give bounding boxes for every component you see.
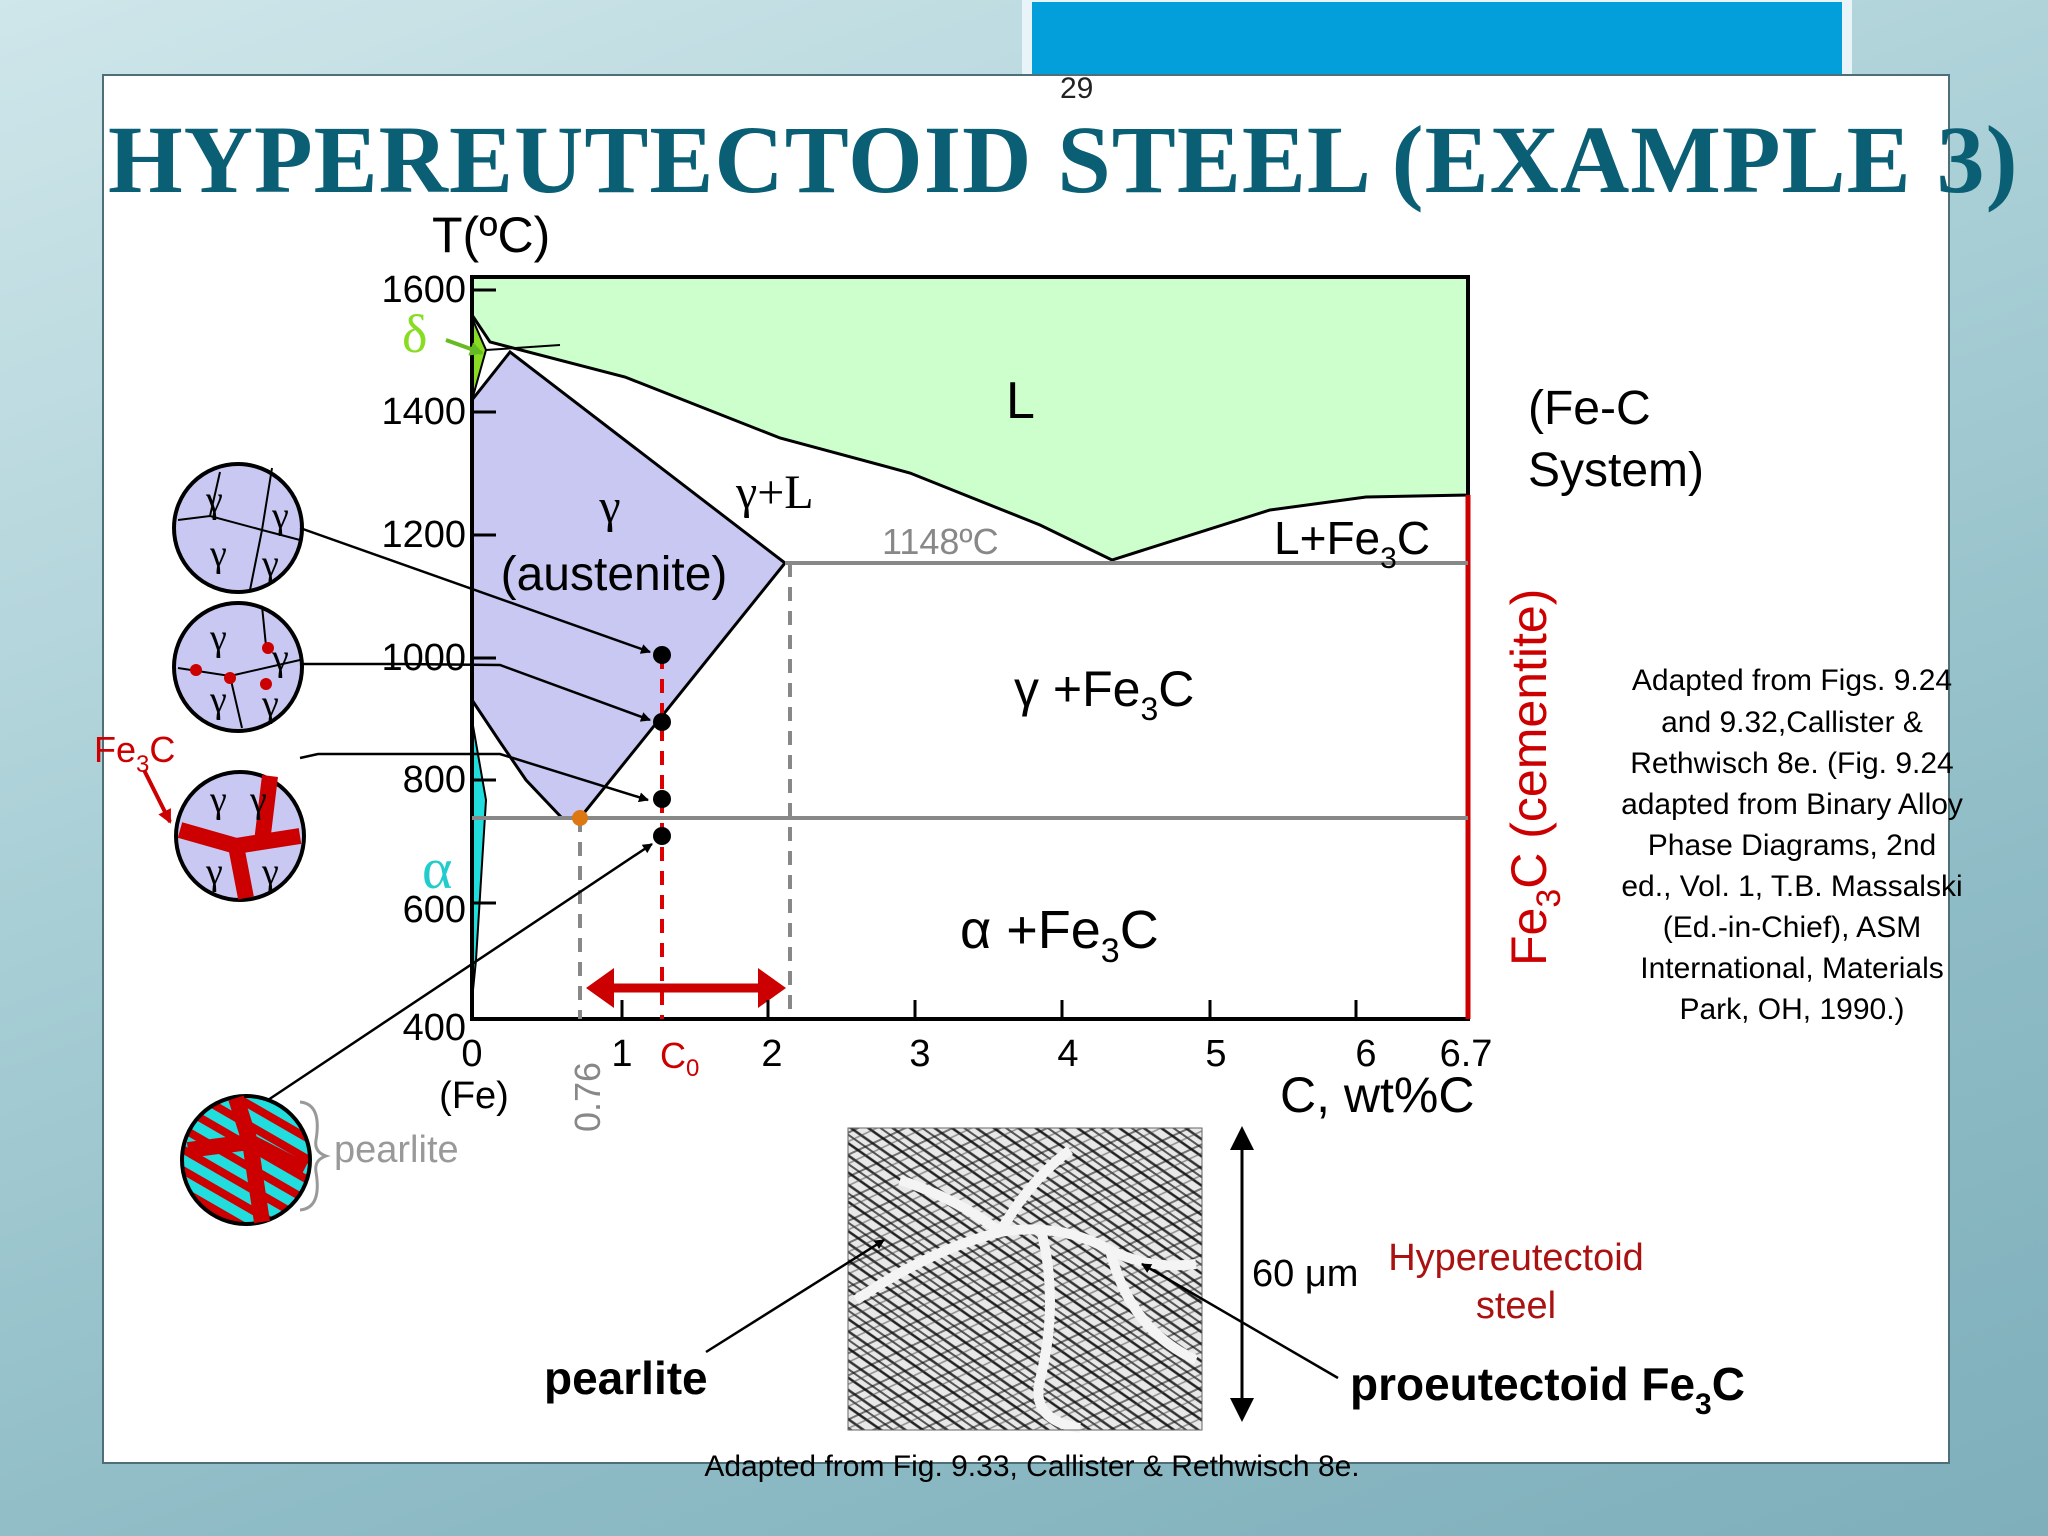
y-tick: 1200 xyxy=(381,514,466,556)
slide-title: HYPEREUTECTOID STEEL (EXAMPLE 3) xyxy=(108,106,2019,213)
attribution-right: Adapted from Figs. 9.24 and 9.32,Callist… xyxy=(1621,664,1963,1026)
x-tick: 2 xyxy=(761,1033,782,1075)
x-tick: 6 xyxy=(1355,1033,1376,1075)
attribution-bottom: Adapted from Fig. 9.33, Callister & Reth… xyxy=(704,1450,1359,1483)
eutectoid-composition-label: 0.76 xyxy=(567,1062,608,1132)
x-tick: 6.7 xyxy=(1440,1033,1493,1075)
x-tick: 5 xyxy=(1205,1033,1226,1075)
svg-text:γ: γ xyxy=(261,683,279,725)
x-tick: 3 xyxy=(909,1033,930,1075)
svg-text:International, Materials: International, Materials xyxy=(1640,952,1944,985)
delta-label: δ xyxy=(402,304,427,364)
x-tick: 4 xyxy=(1057,1033,1078,1075)
svg-text:(Ed.-in-Chief), ASM: (Ed.-in-Chief), ASM xyxy=(1663,911,1921,944)
svg-text:and 9.32,Callister &: and 9.32,Callister & xyxy=(1661,706,1923,739)
y-tick: 600 xyxy=(403,889,466,931)
y-tick: 1000 xyxy=(381,637,466,679)
svg-text:γ: γ xyxy=(271,637,289,679)
y-axis-label: T(ºC) xyxy=(432,207,550,263)
pearlite-small-label: pearlite xyxy=(334,1129,459,1171)
micro-circle-3: γ γ γ γ xyxy=(174,770,306,902)
y-tick: 1600 xyxy=(381,269,466,311)
state-point-4 xyxy=(653,827,671,845)
fe3c-micro-label: Fe3C xyxy=(94,729,175,778)
cementite-label: Fe3C (cementite) xyxy=(1501,589,1568,966)
region-liquid-cementite-label: L+Fe3C xyxy=(1274,512,1430,575)
x-axis-label: C, wt%C xyxy=(1280,1067,1474,1123)
region-gamma-liquid-label: γ+L xyxy=(735,466,814,519)
axis-ticks xyxy=(472,288,1358,1019)
y-tick-labels: 1600 1400 1200 1000 800 600 400 xyxy=(381,269,466,1049)
region-alpha-cementite-label: α +Fe3C xyxy=(960,900,1159,970)
eutectic-temperature-label: 1148ºC xyxy=(882,521,999,562)
y-tick: 800 xyxy=(403,759,466,801)
micro-circle-1: γ γ γ γ xyxy=(172,462,304,594)
svg-text:γ: γ xyxy=(209,779,227,821)
svg-text:γ: γ xyxy=(271,495,289,537)
state-point-2 xyxy=(653,713,671,731)
svg-text:Park, OH, 1990.): Park, OH, 1990.) xyxy=(1679,993,1904,1026)
y-tick: 1400 xyxy=(381,391,466,433)
y-tick: 400 xyxy=(403,1007,466,1049)
svg-text:γ: γ xyxy=(209,679,227,721)
proeutectoid-label: proeutectoid Fe3C xyxy=(1350,1358,1745,1421)
svg-text:γ: γ xyxy=(261,543,279,585)
svg-text:ed., Vol. 1, T.B. Massalski: ed., Vol. 1, T.B. Massalski xyxy=(1621,870,1962,903)
alpha-label: α xyxy=(422,836,452,901)
micrograph-image xyxy=(847,1127,1203,1433)
x-tick: 0 xyxy=(461,1033,482,1075)
pearlite-label: pearlite xyxy=(544,1352,708,1404)
svg-text:γ: γ xyxy=(205,851,223,893)
x-tick-labels: 0 1 2 3 4 5 6 6.7 xyxy=(461,1033,1492,1075)
svg-text:γ: γ xyxy=(209,617,227,659)
svg-text:γ: γ xyxy=(249,779,267,821)
scale-label: 60 μm xyxy=(1252,1253,1358,1295)
svg-text:γ: γ xyxy=(261,851,279,893)
svg-text:Rethwisch 8e. (Fig. 9.24: Rethwisch 8e. (Fig. 9.24 xyxy=(1630,747,1953,780)
region-austenite-label: (austenite) xyxy=(501,548,728,601)
svg-text:γ: γ xyxy=(209,533,227,575)
state-point-3 xyxy=(653,790,671,808)
micro-circle-2: γ γ γ γ xyxy=(172,601,304,733)
svg-text:γ: γ xyxy=(205,479,223,521)
svg-text:adapted from Binary Alloy: adapted from Binary Alloy xyxy=(1621,788,1963,821)
page-number: 29 xyxy=(1060,72,1094,105)
micrograph-caption-2: steel xyxy=(1476,1285,1556,1327)
state-point-1 xyxy=(653,646,671,664)
region-gamma-cementite-label: γ +Fe3C xyxy=(1014,661,1194,727)
svg-text:Adapted from Figs. 9.24: Adapted from Figs. 9.24 xyxy=(1632,664,1952,697)
micrograph-caption-1: Hypereutectoid xyxy=(1388,1237,1644,1279)
x-sub-label: (Fe) xyxy=(439,1075,509,1117)
region-liquid-label: L xyxy=(1006,372,1035,430)
micro-circle-pearlite xyxy=(180,1094,312,1226)
eutectoid-point xyxy=(572,810,588,826)
pointer-lines xyxy=(267,526,653,1102)
x-tick: 1 xyxy=(611,1033,632,1075)
system-label-line2: System) xyxy=(1528,444,1704,497)
system-label-line1: (Fe-C xyxy=(1528,382,1651,435)
region-gamma-label: γ xyxy=(598,480,620,533)
c0-label: C0 xyxy=(660,1035,699,1082)
svg-text:Phase Diagrams, 2nd: Phase Diagrams, 2nd xyxy=(1648,829,1937,862)
